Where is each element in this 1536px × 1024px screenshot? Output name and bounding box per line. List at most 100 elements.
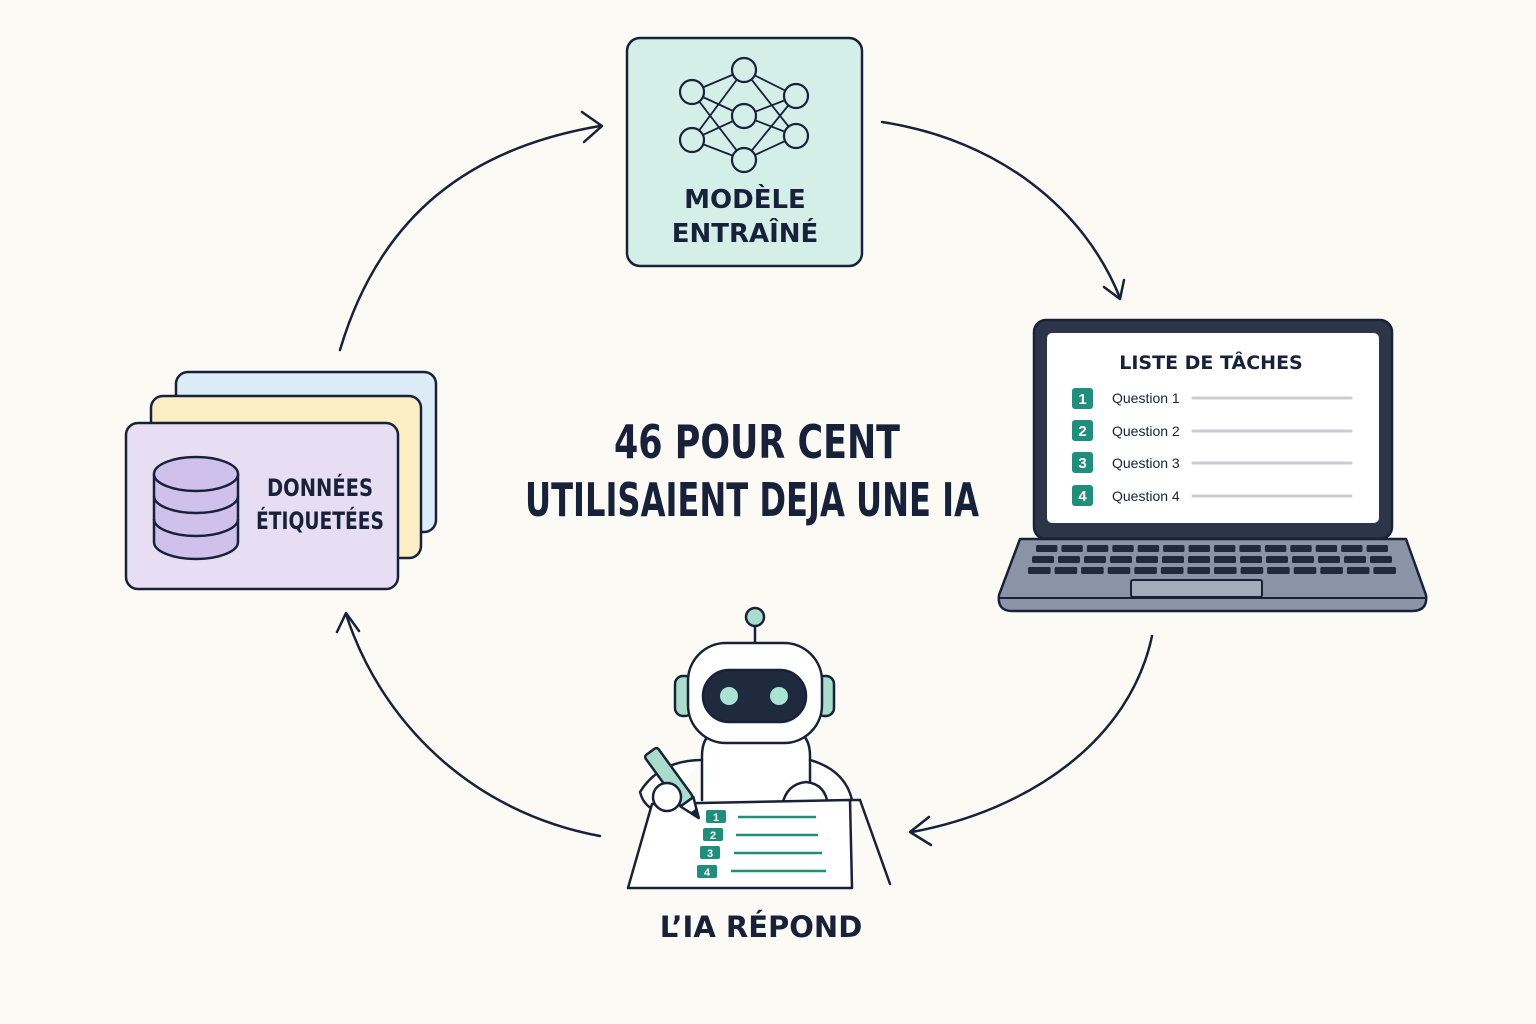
sheet-number-2: 2 (710, 830, 716, 842)
keyboard-key (1137, 545, 1160, 552)
task-badge-3 (1072, 452, 1093, 473)
sheet-number-3: 3 (707, 848, 713, 860)
sheet-badge-4 (697, 865, 717, 878)
keyboard-key (1293, 567, 1317, 574)
keyboard-key (1366, 545, 1388, 552)
task-label-3: Question 3 (1112, 455, 1180, 471)
model-label-line1: MODÈLE (684, 183, 806, 215)
neural-network-icon (678, 56, 810, 174)
keyboard-key (1214, 556, 1236, 563)
keyboard-key (1266, 556, 1288, 563)
sheet-badge-2 (703, 828, 723, 841)
keyboard-key (1107, 567, 1131, 574)
keyboard-key (1214, 545, 1236, 552)
task-number-4: 4 (1078, 488, 1087, 505)
keyboard-key (1320, 567, 1343, 574)
keyboard-key (1188, 545, 1210, 552)
arrow-model-to-laptop (880, 120, 1126, 301)
robot-label: L’IA RÉPOND (660, 910, 863, 944)
robot-visor (701, 668, 808, 724)
database-icon (152, 455, 240, 561)
keyboard-key (1134, 567, 1157, 574)
laptop-trackpad (1130, 579, 1263, 598)
keyboard-key (1163, 545, 1185, 552)
laptop-icon: LISTE DE TÂCHES 1 Question 1 2 Question … (997, 318, 1428, 613)
keyboard-key (1061, 545, 1083, 552)
keyboard-key (1267, 567, 1290, 574)
keyboard-key (1032, 556, 1054, 563)
data-node: DONNÉES ÉTIQUETÉES (124, 370, 438, 591)
keyboard-key (1110, 556, 1132, 563)
keyboard-key (1344, 556, 1366, 563)
keyboard-key (1162, 556, 1184, 563)
arrow-data-to-model (338, 110, 604, 352)
center-stat: 46 POUR CENT UTILISAIENT DEJA UNE IA (525, 415, 979, 527)
task-item-4: 4 Question 4 (1072, 485, 1353, 506)
task-badge-1 (1072, 388, 1093, 409)
keyboard-key (1214, 567, 1237, 574)
keyboard-key (1370, 556, 1392, 563)
keyboard-key (1264, 545, 1287, 552)
sheet-item-3: 3 (700, 846, 822, 860)
robot-eye-left (720, 687, 738, 705)
task-badge-4 (1072, 485, 1093, 506)
sheet-item-2: 2 (703, 828, 818, 842)
arrow-laptop-to-robot (908, 634, 1154, 847)
keyboard-key (1240, 556, 1262, 563)
keyboard-key (1081, 567, 1104, 574)
keyboard-key (1318, 556, 1340, 563)
sheet-badge-3 (700, 846, 720, 859)
task-number-2: 2 (1078, 423, 1086, 440)
sheet-number-1: 1 (713, 812, 719, 824)
keyboard-key (1239, 545, 1261, 552)
task-list-title: LISTE DE TÂCHES (1119, 351, 1302, 374)
keyboard-key (1036, 545, 1058, 552)
keyboard-key (1136, 556, 1158, 563)
task-item-3: 3 Question 3 (1072, 452, 1353, 473)
keyboard-key (1290, 545, 1312, 552)
arrow-robot-to-data (335, 611, 602, 838)
keyboard-key (1086, 545, 1109, 552)
stat-line2: UTILISAIENT DEJA UNE IA (525, 473, 979, 527)
keyboard-key (1188, 556, 1210, 563)
desk-edge-right (858, 798, 892, 886)
keyboard-key (1058, 556, 1080, 563)
keyboard-key (1373, 567, 1396, 574)
model-label-line2: ENTRAÎNÉ (672, 217, 819, 249)
sheet-number-4: 4 (704, 867, 711, 879)
model-node: MODÈLE ENTRAÎNÉ (625, 36, 864, 268)
task-label-4: Question 4 (1112, 488, 1180, 504)
answer-sheet-items: 1 2 3 4 (697, 810, 826, 879)
task-number-1: 1 (1078, 391, 1086, 408)
keyboard-key (1341, 545, 1363, 552)
sheet-badge-1 (706, 810, 726, 823)
keyboard-key (1112, 545, 1134, 552)
cycle-arrows (335, 110, 1154, 847)
data-label-line1: DONNÉES (267, 473, 373, 502)
data-label-line2: ÉTIQUETÉES (256, 506, 384, 535)
laptop-screen (1047, 333, 1379, 523)
keyboard-key (1292, 556, 1314, 563)
keyboard-key (1084, 556, 1106, 563)
task-number-3: 3 (1078, 455, 1086, 472)
keyboard-key (1346, 567, 1370, 574)
answer-sheet (626, 798, 854, 890)
keyboard-key (1028, 567, 1051, 574)
keyboard-key (1315, 545, 1338, 552)
robot-hand-left (651, 781, 683, 813)
keyboard-key (1187, 567, 1210, 574)
laptop-keyboard (1028, 545, 1396, 574)
task-item-2: 2 Question 2 (1072, 420, 1353, 441)
robot-eye-right (770, 687, 788, 705)
keyboard-key (1054, 567, 1078, 574)
task-badge-2 (1072, 420, 1093, 441)
sheet-item-4: 4 (697, 865, 826, 879)
sheet-item-1: 1 (706, 810, 816, 824)
task-label-2: Question 2 (1112, 423, 1180, 439)
task-item-1: 1 Question 1 (1072, 388, 1353, 409)
robot-icon (626, 606, 892, 890)
keyboard-key (1160, 567, 1184, 574)
robot-antenna-ball (744, 606, 766, 628)
